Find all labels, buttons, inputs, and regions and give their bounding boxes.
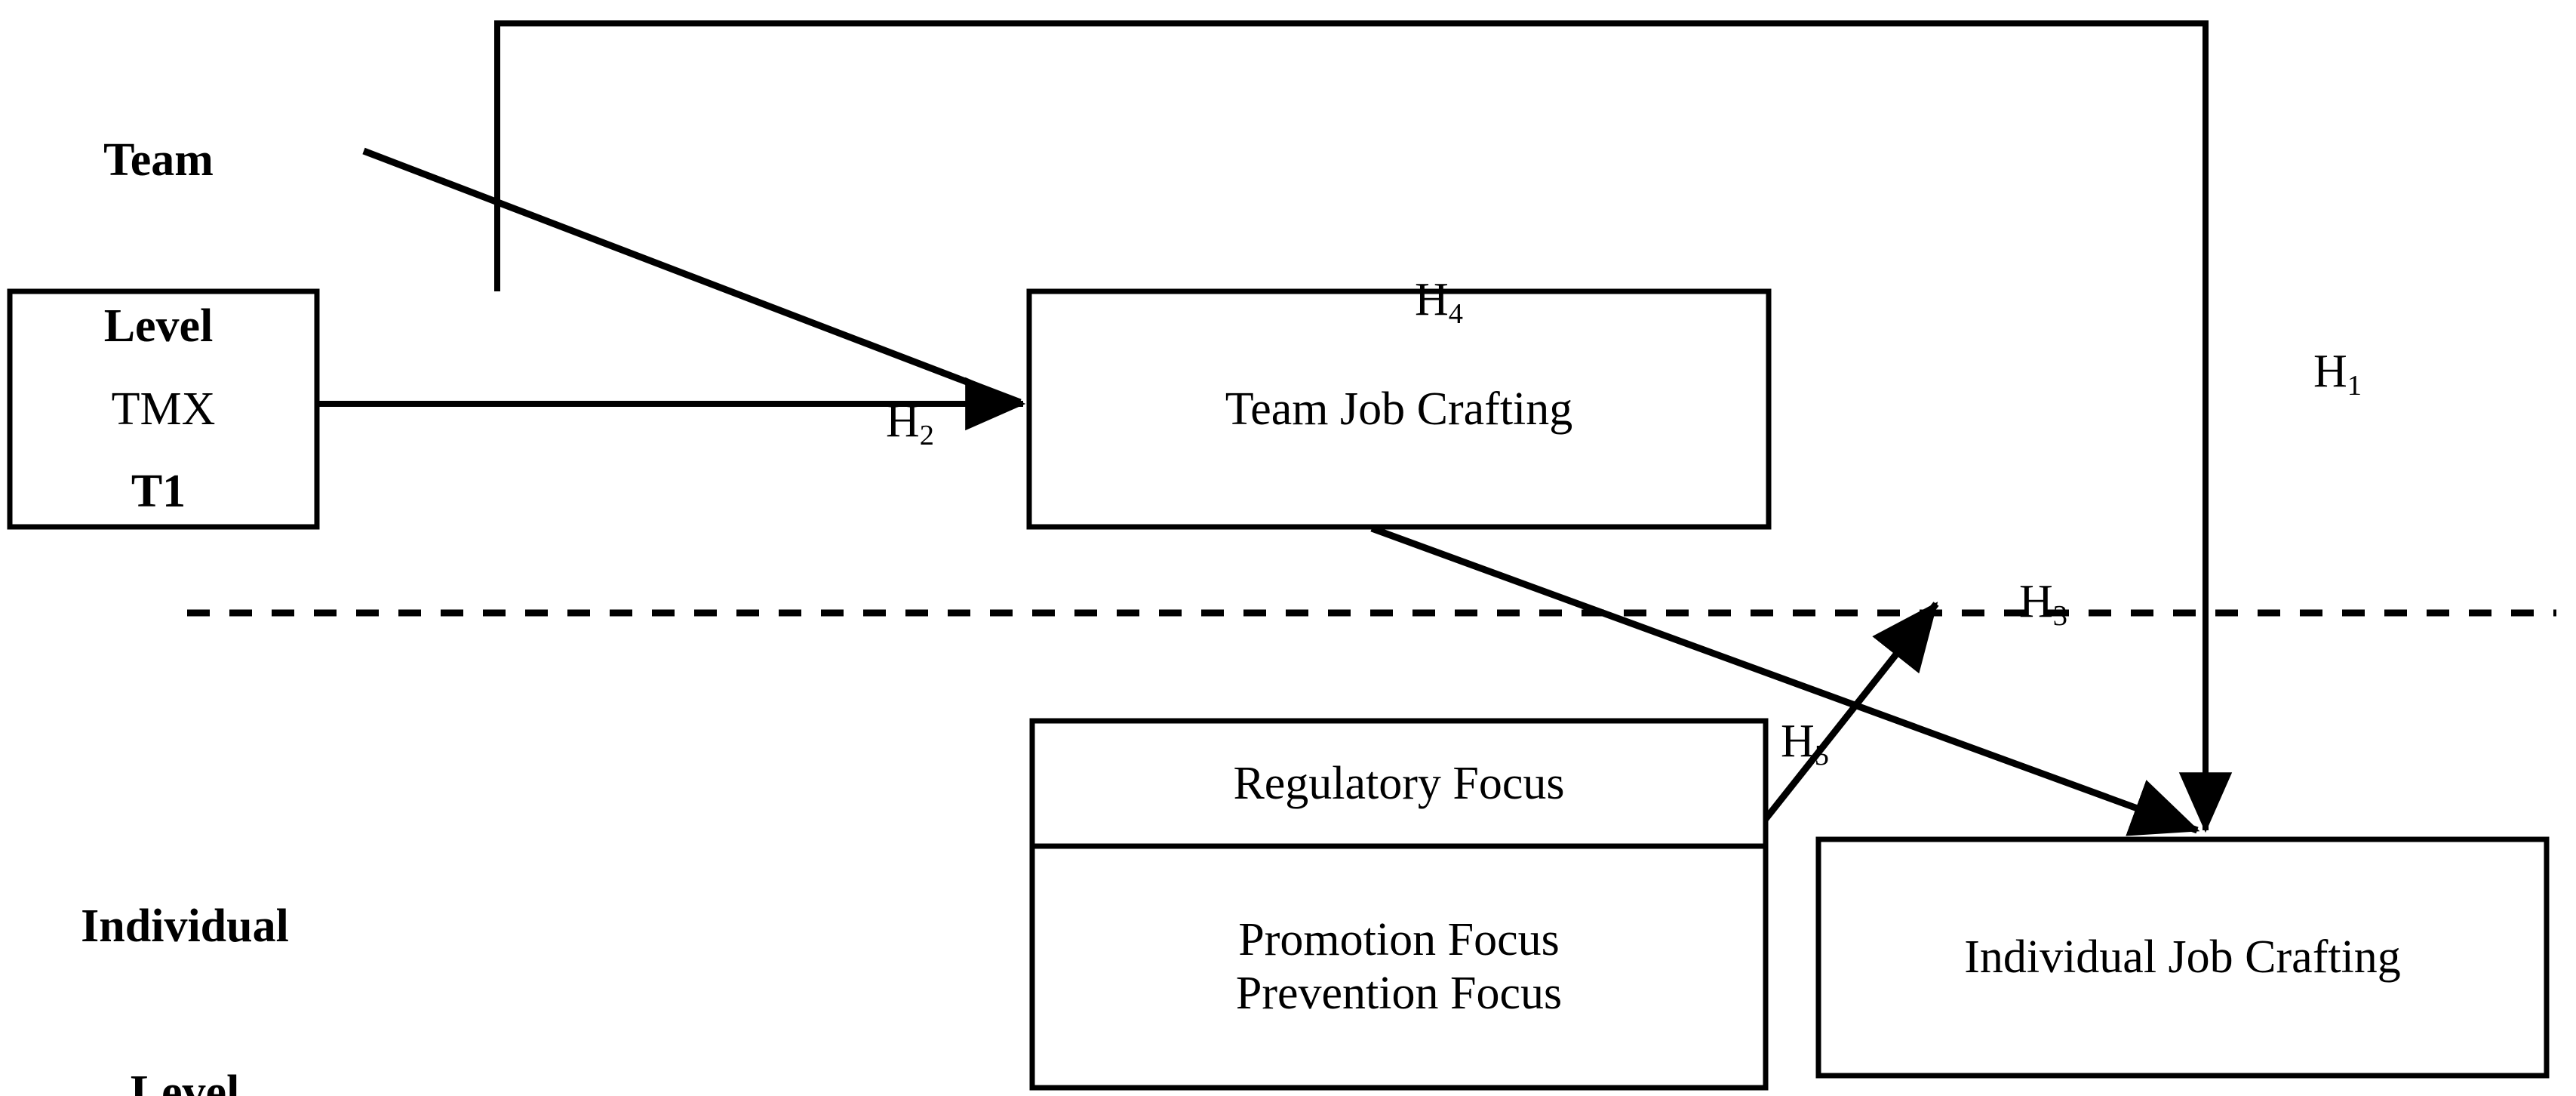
box-label-regulatory-focus-wrap: Regulatory Focus <box>1032 721 1766 846</box>
hypothesis-h1-subscript: 1 <box>2347 369 2362 402</box>
box-label-promotion-focus: Promotion Focus <box>1238 914 1560 965</box>
hypothesis-label-h3: H3 <box>1972 519 2067 688</box>
hypothesis-label-h5: H5 <box>1734 659 1829 828</box>
hypothesis-h1-letter: H <box>2313 346 2347 398</box>
box-label-team-job-crafting-wrap: Team Job Crafting <box>1029 291 1769 527</box>
path-h5[interactable] <box>1370 525 2200 836</box>
box-team-job-crafting[interactable] <box>1026 288 1772 530</box>
path-h3[interactable] <box>1763 602 1939 821</box>
box-individual-job-crafting[interactable] <box>1815 836 2550 1079</box>
box-label-regulatory-focus: Regulatory Focus <box>1233 757 1565 809</box>
hypothesis-h5-subscript: 5 <box>1814 739 1829 771</box>
hypothesis-h4-subscript: 4 <box>1448 297 1463 330</box>
hypothesis-label-h2: H2 <box>839 339 934 508</box>
hypothesis-h4-letter: H <box>1415 274 1449 326</box>
level-label-team: Team Level T1 <box>45 23 272 630</box>
box-label-tmx-wrap: TMX <box>10 291 317 527</box>
hypothesis-label-h1: H1 <box>2267 289 2362 458</box>
hypothesis-h3-subscript: 3 <box>2052 599 2067 632</box>
hypothesis-h5-letter: H <box>1781 716 1815 768</box>
box-label-individual-job-crafting-wrap: Individual Job Crafting <box>1818 839 2547 1076</box>
hypothesis-h2-letter: H <box>886 396 920 448</box>
hypothesis-label-h4: H4 <box>1368 217 1463 386</box>
level-label-individual: Individual Level T2 <box>34 789 336 1096</box>
box-label-tmx: TMX <box>111 383 216 435</box>
box-label-individual-job-crafting: Individual Job Crafting <box>1964 931 2401 983</box>
box-label-prevention-focus: Prevention Focus <box>1235 968 1563 1019</box>
hypothesis-h2-subscript: 2 <box>919 419 934 451</box>
box-tmx[interactable] <box>7 288 320 530</box>
level-label-individual-line-1: Individual <box>81 901 289 953</box>
level-label-team-line-1: Team <box>103 134 214 186</box>
box-regulatory-focus-outer[interactable] <box>1029 718 1769 1091</box>
path-h1[interactable] <box>494 20 2233 833</box>
level-label-individual-line-2: Level <box>130 1066 240 1096</box>
level-label-team-line-3: T1 <box>131 466 186 518</box>
box-label-team-job-crafting: Team Job Crafting <box>1225 383 1573 435</box>
level-label-team-line-2: Level <box>103 300 214 352</box>
hypothesis-h3-letter: H <box>2019 576 2053 628</box>
path-h4[interactable] <box>362 147 1022 406</box>
box-label-regulatory-focus-sub-wrap: Promotion Focus Prevention Focus <box>1032 846 1766 1088</box>
